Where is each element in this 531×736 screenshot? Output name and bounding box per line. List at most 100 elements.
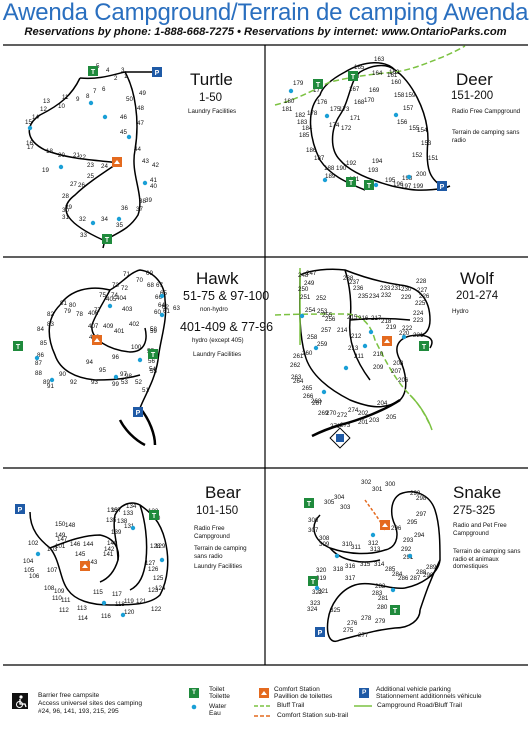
site-number: 175 bbox=[330, 106, 341, 113]
svg-text:P: P bbox=[155, 70, 160, 77]
parking-icon: P bbox=[133, 407, 143, 417]
site-number: 81 bbox=[60, 300, 67, 307]
water-icon bbox=[321, 389, 327, 395]
bluff-trail-label: Bluff Trail bbox=[277, 702, 305, 709]
svg-text:T: T bbox=[105, 237, 110, 244]
site-number: 17 bbox=[27, 144, 34, 151]
page-title: Awenda Campground/Terrain de camping Awe… bbox=[2, 0, 529, 26]
site-number: 267 bbox=[312, 400, 323, 407]
barrier-free-label-fr: Access universel sites des camping bbox=[38, 700, 143, 707]
site-number: 174 bbox=[329, 122, 340, 129]
water-icon bbox=[107, 303, 113, 309]
site-number: 116 bbox=[101, 613, 111, 620]
campground-note: Terrain de camping sans radio bbox=[194, 545, 247, 560]
site-number: 268 bbox=[311, 398, 322, 405]
comfort-station-icon bbox=[80, 561, 90, 571]
site-number: 209 bbox=[373, 364, 384, 371]
toilet-icon: T bbox=[88, 66, 98, 76]
site-number: 68 bbox=[147, 282, 154, 289]
site-number: 146 bbox=[70, 541, 81, 548]
site-number: 50 bbox=[126, 96, 133, 103]
site-number: 223 bbox=[413, 317, 424, 324]
site-number: 299 bbox=[410, 490, 421, 497]
site-number: 303 bbox=[340, 504, 351, 511]
site-number: 279 bbox=[375, 618, 386, 625]
site-number: 200 bbox=[416, 171, 427, 178]
site-number: 154 bbox=[417, 127, 428, 134]
site-number: 215 bbox=[347, 314, 358, 321]
comfort-station-icon bbox=[112, 157, 122, 167]
water-icon bbox=[401, 334, 407, 340]
site-number: 167 bbox=[349, 86, 360, 93]
site-number: 14 bbox=[32, 114, 39, 121]
site-number: 324 bbox=[307, 606, 318, 613]
site-number: 170 bbox=[364, 97, 375, 104]
water-icon bbox=[159, 557, 165, 563]
water-icon bbox=[373, 182, 379, 188]
site-number: 309 bbox=[319, 541, 330, 548]
site-number: 109 bbox=[54, 588, 65, 595]
site-number: 34 bbox=[101, 216, 108, 223]
water-icon bbox=[288, 88, 294, 94]
site-number: 73 bbox=[112, 282, 119, 289]
water-icon bbox=[362, 343, 368, 349]
site-number: 6 bbox=[102, 86, 106, 93]
site-number: 231 bbox=[391, 285, 402, 292]
site-number: 238 bbox=[343, 275, 354, 282]
water-icon bbox=[116, 216, 122, 222]
site-number: 42 bbox=[152, 162, 159, 169]
site-number: 71 bbox=[123, 271, 130, 278]
parking-icon: P bbox=[437, 181, 447, 191]
site-number: 314 bbox=[374, 561, 385, 568]
site-number: 22 bbox=[79, 154, 86, 161]
site-range: 201-274 bbox=[456, 290, 499, 302]
water-icon bbox=[101, 600, 107, 606]
water-icon bbox=[90, 220, 96, 226]
site-number: 70 bbox=[136, 277, 143, 284]
site-number: 220 bbox=[399, 330, 410, 337]
water-icon bbox=[130, 525, 136, 531]
site-number: 106 bbox=[29, 573, 40, 580]
site-number: 307 bbox=[308, 527, 319, 534]
site-number: 85 bbox=[40, 340, 47, 347]
site-number: 269 bbox=[318, 410, 329, 417]
site-number: 19 bbox=[42, 167, 49, 174]
site-number: 93 bbox=[91, 379, 98, 386]
site-number: 277 bbox=[358, 632, 369, 639]
site-number: 7 bbox=[93, 88, 97, 95]
site-number: 286 bbox=[398, 575, 409, 582]
site-number: 88 bbox=[35, 370, 42, 377]
site-number: 51 bbox=[142, 387, 149, 394]
site-range: 101-150 bbox=[196, 505, 239, 517]
site-number: 196 bbox=[393, 181, 404, 188]
svg-text:P: P bbox=[18, 507, 23, 514]
site-number: 65 bbox=[160, 290, 167, 297]
site-number: 319 bbox=[316, 575, 327, 582]
site-number: 169 bbox=[369, 87, 380, 94]
campground-note: Terrain de camping sans radio bbox=[452, 129, 520, 144]
range-note-2: hydro (except 405) bbox=[192, 337, 244, 344]
site-number: 18 bbox=[46, 148, 53, 155]
campground-name: Bear bbox=[205, 483, 241, 502]
site-number: 295 bbox=[407, 519, 418, 526]
site-number: 98 bbox=[125, 373, 132, 380]
campground-name: Wolf bbox=[460, 269, 494, 288]
site-number: 1 bbox=[124, 73, 128, 80]
site-number: 141 bbox=[103, 551, 114, 558]
site-number: 74 bbox=[111, 292, 118, 299]
site-number: 25 bbox=[87, 173, 94, 180]
site-number: 101 bbox=[55, 543, 66, 550]
comfort-station-icon bbox=[380, 520, 390, 530]
svg-text:T: T bbox=[152, 513, 157, 520]
site-number: 173 bbox=[339, 106, 350, 113]
site-number: 111 bbox=[61, 597, 71, 604]
site-number: 118 bbox=[115, 601, 125, 608]
site-number: 285 bbox=[385, 566, 396, 573]
site-number: 137 bbox=[111, 507, 122, 514]
site-number: 139 bbox=[111, 529, 122, 536]
site-range: 275-325 bbox=[453, 505, 496, 517]
site-number: 92 bbox=[70, 379, 77, 386]
site-number: 178 bbox=[307, 110, 318, 117]
